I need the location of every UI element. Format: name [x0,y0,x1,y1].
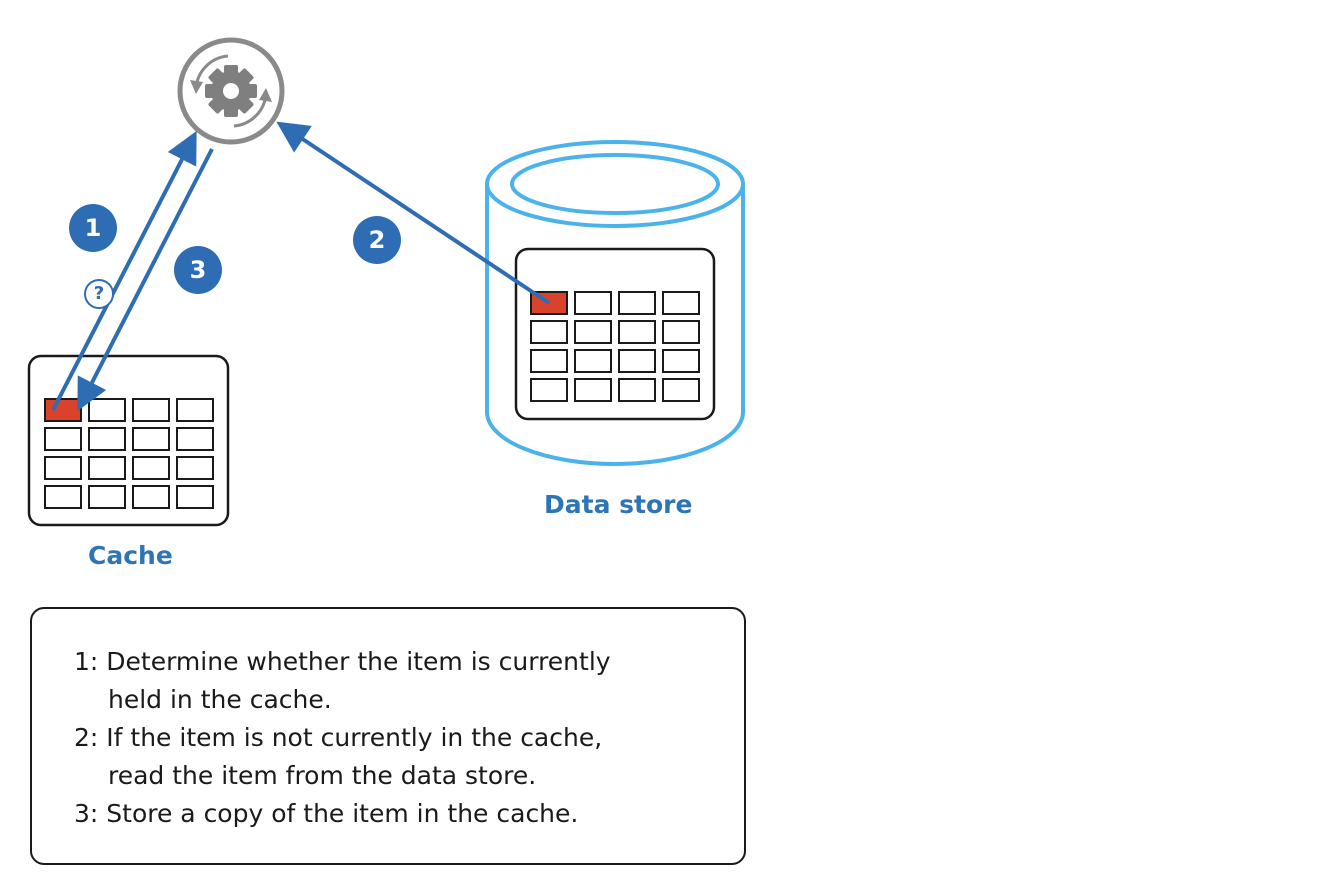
cache-cell [132,456,170,480]
legend-box: 1: Determine whether the item is current… [30,607,746,865]
cache-cell [132,398,170,422]
legend-step-2-line-1: 2: If the item is not currently in the c… [74,723,603,752]
cache-cell [88,485,126,509]
data-store-table [514,247,716,421]
data-store-cell [662,349,700,373]
data-store-cell [574,291,612,315]
arrow-check-cache [51,130,197,411]
data-store-cell [662,320,700,344]
arrow-store-copy [77,148,214,412]
cache-table [27,354,230,527]
cache-cell [176,456,214,480]
step-2-badge: 2 [353,216,401,264]
gear-icon [177,37,285,145]
data-store-cell [574,349,612,373]
cache-cell [88,456,126,480]
legend-step-1-line-1: 1: Determine whether the item is current… [74,647,611,676]
cache-cell [44,427,82,451]
cache-cell [44,485,82,509]
data-store-cell [530,320,568,344]
legend-step-3: 3: Store a copy of the item in the cache… [74,795,611,833]
legend-step-1: 1: Determine whether the item is current… [74,643,611,719]
cache-cell [176,398,214,422]
legend-step-3-line-1: 3: Store a copy of the item in the cache… [74,799,579,828]
step-3-badge: 3 [174,246,222,294]
legend-step-2-line-2: read the item from the data store. [108,761,537,790]
cache-cell [132,485,170,509]
data-store-cell [530,378,568,402]
data-store-label: Data store [544,490,693,519]
data-store-cell [574,378,612,402]
data-store-cell [618,320,656,344]
data-store-cell [618,349,656,373]
data-store-cell [618,378,656,402]
legend-list: 1: Determine whether the item is current… [74,643,611,833]
arrow-read-store [276,121,551,305]
data-store-cell [618,291,656,315]
cache-item-cell [44,398,82,422]
step-1-badge: 1 [69,204,117,252]
legend-step-1-line-2: held in the cache. [108,685,332,714]
cache-cell [176,427,214,451]
data-store-cell [530,349,568,373]
query-icon: ? [84,279,114,309]
cache-cell [88,427,126,451]
data-store-cell [662,291,700,315]
cache-cell [176,485,214,509]
data-store-cell [662,378,700,402]
legend-step-2: 2: If the item is not currently in the c… [74,719,611,795]
cache-cell [44,456,82,480]
data-store-cell [574,320,612,344]
cache-label: Cache [88,541,173,570]
cache-cell [132,427,170,451]
cache-cell [88,398,126,422]
